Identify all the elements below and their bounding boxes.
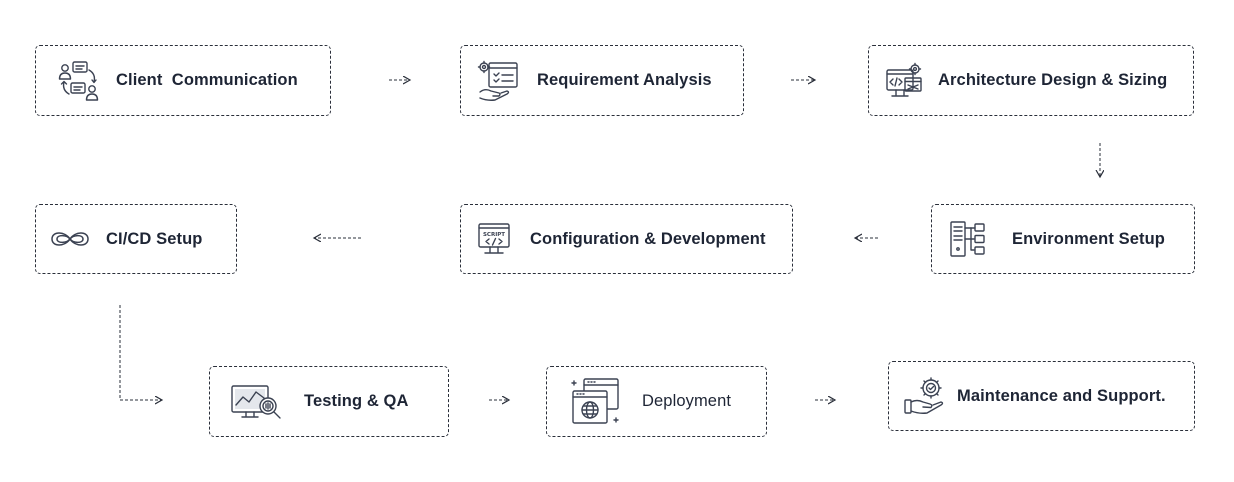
step-label: CI/CD Setup (106, 229, 203, 248)
step-label: Maintenance and Support. (957, 386, 1166, 405)
step-client-communication: Client Communication (35, 45, 331, 116)
script-development-icon: SCRIPT (476, 221, 512, 257)
client-communication-icon (58, 60, 100, 102)
maintenance-support-icon (903, 376, 949, 416)
step-label: Requirement Analysis (537, 71, 712, 89)
step-architecture-design: Architecture Design & Sizing (868, 45, 1194, 116)
step-requirement-analysis: Requirement Analysis (460, 45, 744, 116)
infinity-icon (48, 227, 92, 251)
requirement-analysis-icon (477, 60, 521, 102)
step-testing-qa: Testing & QA (209, 366, 449, 437)
step-label: Environment Setup (1012, 229, 1165, 248)
arrow-cicd-to-testing (119, 305, 162, 400)
step-label: Client Communication (116, 71, 298, 89)
architecture-design-icon (885, 62, 923, 100)
testing-monitor-icon (230, 383, 282, 421)
step-label: Deployment (642, 392, 732, 410)
environment-setup-icon (948, 219, 988, 259)
step-cicd-setup: CI/CD Setup (35, 204, 237, 274)
step-maintenance-support: Maintenance and Support. (888, 361, 1195, 431)
step-label: Testing & QA (304, 392, 409, 410)
step-deployment: Deployment (546, 366, 767, 437)
step-configuration-development: SCRIPT Configuration & Development (460, 204, 793, 274)
svg-text:SCRIPT: SCRIPT (483, 232, 505, 238)
step-environment-setup: Environment Setup (931, 204, 1195, 274)
step-label: Architecture Design & Sizing (938, 71, 1168, 89)
deployment-browser-icon (571, 376, 621, 428)
step-label: Configuration & Development (530, 229, 766, 248)
